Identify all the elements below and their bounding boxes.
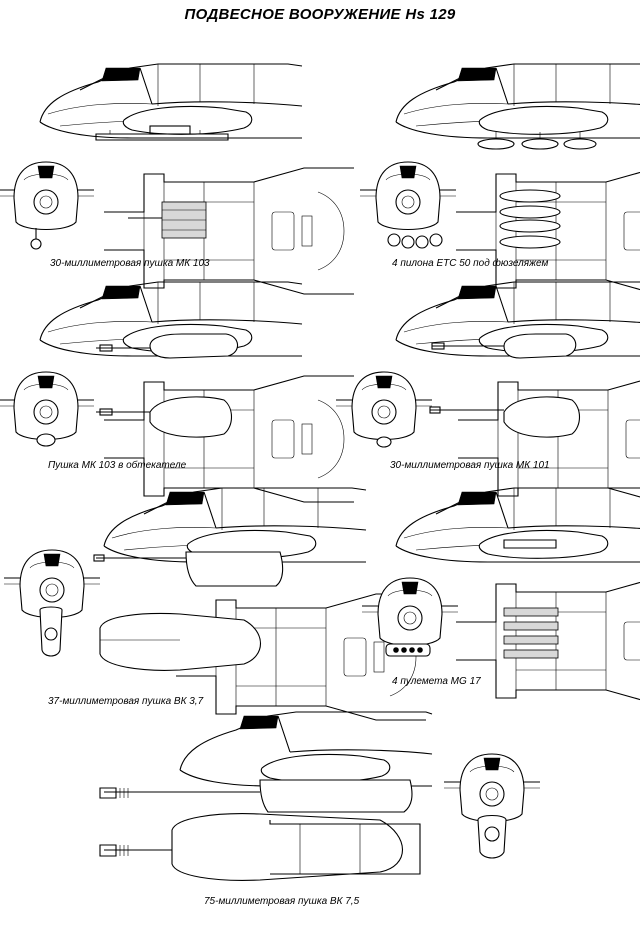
- bk37-side-view: [93, 487, 367, 587]
- etc50-plan-view: [455, 167, 640, 295]
- caption-bk37: 37-миллиметровая пушка ВК 3,7: [48, 696, 204, 707]
- etc50-side-view: [395, 63, 640, 150]
- mk103-front-view: [0, 161, 95, 250]
- mk101-plan-view: [429, 375, 640, 503]
- bk75-front-view: [443, 753, 541, 859]
- mk103-side-view: [39, 63, 303, 141]
- bk75-plan-view: [99, 813, 421, 881]
- caption-mk103-fairing: Пушка МК 103 в обтекателе: [48, 460, 187, 471]
- mk101-side-view: [395, 281, 640, 359]
- bk37-plan-view: [99, 593, 427, 721]
- mg17-front-view: [361, 577, 459, 657]
- mg17-plan-view: [455, 577, 640, 705]
- mk103-fairing-side-view: [39, 281, 303, 359]
- mk103-fairing-front-view: [0, 371, 95, 447]
- etc50-front-view: [359, 161, 457, 249]
- bk75-side-view: [99, 711, 433, 813]
- mk101-front-view: [335, 371, 433, 448]
- mk103-plan-view: [103, 167, 355, 295]
- mk103-fairing-plan-view: [96, 375, 355, 503]
- caption-mg17: 4 пулемета MG 17: [392, 676, 481, 687]
- bk37-front-view: [3, 549, 101, 657]
- mg17-side-view: [395, 487, 640, 563]
- page-title: ПОДВЕСНОЕ ВООРУЖЕНИЕ Hs 129: [184, 6, 456, 23]
- caption-mk103: 30-миллиметровая пушка МК 103: [50, 258, 210, 269]
- caption-mk101: 30-миллиметровая пушка МК 101: [390, 460, 550, 471]
- caption-bk75: 75-миллиметровая пушка ВК 7,5: [204, 896, 360, 907]
- caption-etc50: 4 пилона ETC 50 под фюзеляжем: [392, 258, 549, 269]
